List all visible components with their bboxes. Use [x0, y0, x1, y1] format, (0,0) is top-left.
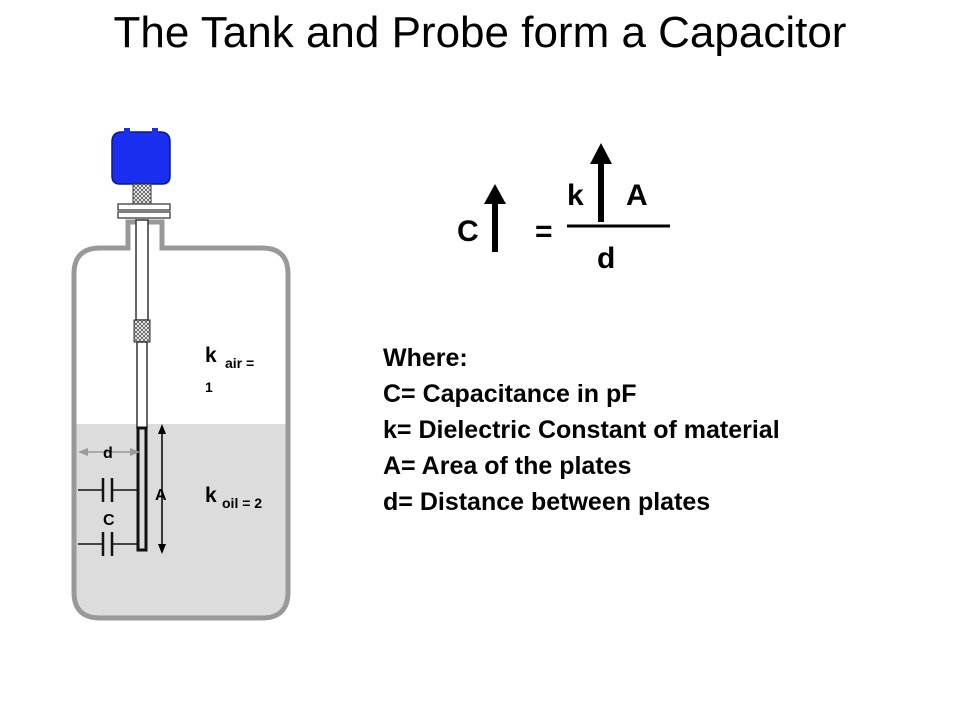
k-air-subscript: air =	[225, 355, 254, 371]
definitions-block: Where: C= Capacitance in pF k= Dielectri…	[383, 340, 780, 520]
definition-capacitance: C= Capacitance in pF	[383, 380, 637, 408]
formula: C = k A d	[457, 143, 670, 275]
capacitor-symbol-top	[78, 478, 138, 502]
tank	[71, 219, 291, 621]
probe-coupling	[133, 319, 151, 343]
probe-rod-upper	[135, 219, 149, 321]
C-label: C	[103, 512, 115, 529]
k-air-label: k	[205, 344, 217, 367]
area-arrow	[158, 424, 166, 554]
definition-area: A= Area of the plates	[383, 452, 632, 480]
k-up-arrow-icon	[590, 143, 612, 222]
capacitor-symbol-bottom	[78, 532, 138, 556]
formula-lhs: C	[457, 215, 479, 248]
k-air-value: 1	[205, 379, 213, 395]
k-oil-subscript: oil = 2	[222, 495, 262, 511]
probe-thread	[132, 183, 152, 205]
d-label: d	[103, 445, 113, 462]
distance-arrow	[78, 448, 140, 456]
k-oil-label: k	[205, 484, 217, 507]
probe-flange	[117, 203, 171, 211]
oil-fill	[74, 424, 288, 618]
definition-distance: d= Distance between plates	[383, 488, 711, 516]
tank-outline	[71, 219, 291, 621]
probe-head	[111, 131, 171, 185]
probe	[111, 128, 171, 552]
probe-plate	[136, 426, 148, 552]
formula-d: d	[597, 242, 615, 275]
formula-k: k	[567, 179, 584, 212]
formula-A: A	[626, 179, 648, 212]
slide-title: The Tank and Probe form a Capacitor	[113, 8, 847, 57]
formula-equals: =	[535, 215, 553, 248]
definition-dielectric: k= Dielectric Constant of material	[383, 416, 780, 444]
A-label: A	[155, 487, 167, 504]
definitions-heading: Where:	[383, 344, 468, 372]
C-up-arrow-icon	[484, 184, 506, 252]
probe-rod-lower	[136, 341, 148, 429]
